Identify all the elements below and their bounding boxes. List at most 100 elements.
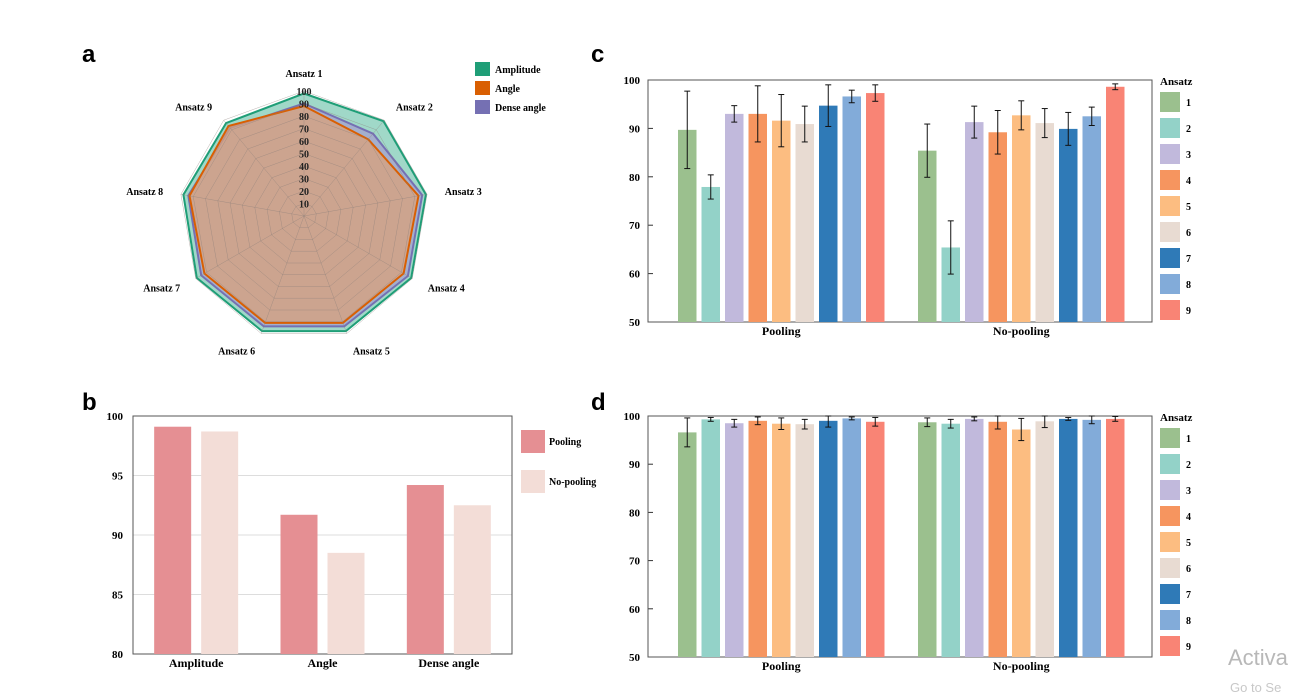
bar-pooling — [280, 514, 318, 654]
legend-swatch — [1160, 480, 1180, 500]
legend-label: 5 — [1186, 202, 1191, 213]
radar-ring-label: 80 — [299, 112, 309, 123]
radar-ring-label: 20 — [299, 187, 309, 198]
radar-spoke — [303, 194, 428, 217]
legend-label: 2 — [1186, 124, 1191, 135]
radar-spoke — [223, 120, 305, 217]
bar-ansatz-1 — [918, 422, 937, 657]
bar-ansatz-8 — [842, 96, 861, 323]
bar-ansatz-2 — [701, 186, 720, 322]
radar-axis-label: Ansatz 8 — [126, 187, 163, 198]
bar-ansatz-6 — [795, 424, 814, 657]
y-tick-label: 100 — [624, 75, 641, 87]
legend-label: 7 — [1186, 590, 1191, 601]
legend-swatch — [1160, 170, 1180, 190]
radar-ring-label: 90 — [299, 100, 309, 111]
legend-label: 6 — [1186, 228, 1191, 239]
y-tick-label: 90 — [112, 530, 124, 542]
radar-ring-label: 50 — [299, 150, 309, 161]
y-tick-label: 80 — [629, 507, 641, 519]
y-tick-label: 50 — [629, 317, 641, 329]
x-category-label: Amplitude — [169, 656, 224, 670]
y-tick-label: 50 — [629, 652, 641, 664]
legend-label: No-pooling — [549, 477, 596, 488]
legend-swatch — [1160, 454, 1180, 474]
radar-grid-ring — [229, 140, 379, 287]
radar-spoke — [195, 215, 305, 279]
y-tick-label: 70 — [629, 556, 641, 568]
panel-b-label: b — [82, 389, 97, 416]
legend-label: 3 — [1186, 486, 1191, 497]
bar-ansatz-8 — [1082, 116, 1101, 322]
bar-no-pooling — [201, 431, 239, 654]
x-category-label: Dense angle — [418, 656, 480, 670]
legend-label: 3 — [1186, 150, 1191, 161]
y-tick-label: 90 — [629, 459, 641, 471]
bar-ansatz-1 — [678, 129, 697, 322]
bar-ansatz-4 — [988, 132, 1007, 322]
radar-grid-ring — [254, 165, 354, 264]
radar-legend-label: Amplitude — [495, 65, 541, 76]
x-category-label: No-pooling — [993, 659, 1050, 673]
radar-axis-label: Ansatz 2 — [396, 103, 433, 114]
bar-ansatz-4 — [748, 113, 767, 322]
bar-ansatz-7 — [819, 420, 838, 657]
radar-axis-label: Ansatz 7 — [143, 284, 180, 295]
legend-swatch — [1160, 428, 1180, 448]
legend-swatch — [1160, 196, 1180, 216]
legend-label: 8 — [1186, 616, 1191, 627]
radar-grid-ring — [180, 90, 428, 334]
bar-ansatz-2 — [701, 419, 720, 657]
legend-swatch — [1160, 610, 1180, 630]
legend-swatch — [521, 470, 545, 493]
y-tick-label: 100 — [107, 411, 124, 423]
legend-label: Pooling — [549, 437, 581, 448]
radar-ring-label: 10 — [299, 200, 309, 211]
legend-label: 2 — [1186, 460, 1191, 471]
bar-ansatz-1 — [678, 432, 697, 657]
legend-swatch — [1160, 248, 1180, 268]
x-category-label: Angle — [308, 656, 339, 670]
y-tick-label: 80 — [112, 649, 124, 661]
radar-grid-ring — [205, 115, 403, 311]
bar-ansatz-6 — [795, 124, 814, 322]
bar-ansatz-7 — [1059, 418, 1078, 657]
panel-d-label: d — [591, 389, 606, 416]
y-tick-label: 90 — [629, 123, 641, 135]
activate-watermark: Activa — [1228, 645, 1288, 670]
legend-label: 7 — [1186, 254, 1191, 265]
bar-ansatz-9 — [866, 421, 885, 657]
radar-ring-label: 100 — [297, 87, 312, 98]
legend-swatch — [1160, 274, 1180, 294]
radar-grid-ring — [217, 128, 391, 299]
bar-ansatz-2 — [941, 247, 960, 322]
panel-a-label: a — [82, 41, 96, 68]
radar-ring-label: 60 — [299, 137, 309, 148]
legend-label: 4 — [1186, 512, 1191, 523]
bar-no-pooling — [453, 505, 491, 654]
plot-frame — [647, 79, 1153, 323]
legend-label: 1 — [1186, 98, 1191, 109]
bar-ansatz-6 — [1035, 421, 1054, 657]
bar-pooling — [154, 426, 192, 654]
radar-spoke — [303, 215, 413, 279]
plot-frame — [647, 415, 1153, 658]
radar-axis-label: Ansatz 1 — [286, 69, 323, 80]
y-tick-label: 70 — [629, 220, 641, 232]
bar-ansatz-5 — [1012, 115, 1031, 322]
radar-grid-ring — [291, 203, 317, 228]
radar-legend-label: Angle — [495, 84, 521, 95]
bar-ansatz-5 — [1012, 429, 1031, 657]
bar-ansatz-5 — [772, 423, 791, 657]
legend-swatch — [1160, 222, 1180, 242]
bar-ansatz-3 — [725, 113, 744, 322]
bar-ansatz-9 — [866, 93, 885, 323]
legend-swatch — [1160, 92, 1180, 112]
y-tick-label: 80 — [629, 172, 641, 184]
bar-pooling — [406, 485, 444, 654]
x-category-label: Pooling — [762, 324, 801, 338]
